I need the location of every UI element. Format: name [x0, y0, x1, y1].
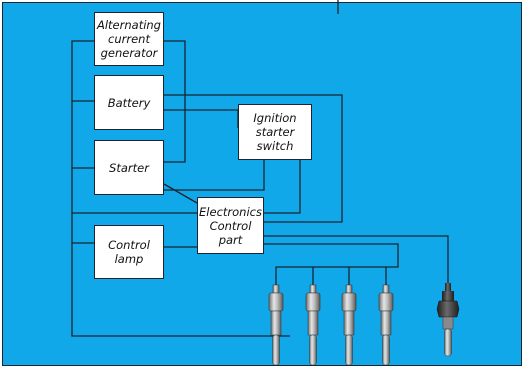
control-lamp-label: Control lamp	[108, 238, 150, 266]
generator-starter-wire	[164, 41, 185, 162]
glow-plug-2-icon	[306, 285, 320, 365]
glow-plug-4-icon	[379, 285, 393, 365]
glow-plug-3-icon	[342, 285, 356, 365]
starter-ignition-wire	[164, 160, 264, 190]
alternating-current-generator-box: Alternating current generator	[94, 12, 164, 66]
battery-box: Battery	[94, 75, 164, 130]
starter-label: Starter	[109, 161, 149, 175]
generator-label: Alternating current generator	[97, 18, 161, 60]
starter-box: Starter	[94, 140, 164, 195]
control-lamp-box: Control lamp	[94, 225, 164, 279]
battery-label: Battery	[108, 96, 151, 110]
glow-plug-1-icon	[269, 285, 283, 365]
ignition-label: Ignition starter switch	[253, 111, 296, 153]
ignition-electronics-wire	[264, 160, 300, 213]
ignition-starter-switch-box: Ignition starter switch	[238, 104, 312, 160]
electronics-label: Electronics Control part	[199, 205, 262, 247]
temperature-sensor-icon	[437, 283, 459, 356]
electronics-control-part-box: Electronics Control part	[197, 197, 264, 254]
glow-plug-bus-wire	[264, 244, 398, 290]
battery-ignition-wire	[164, 110, 238, 128]
starter-electronics-wire	[164, 184, 197, 203]
